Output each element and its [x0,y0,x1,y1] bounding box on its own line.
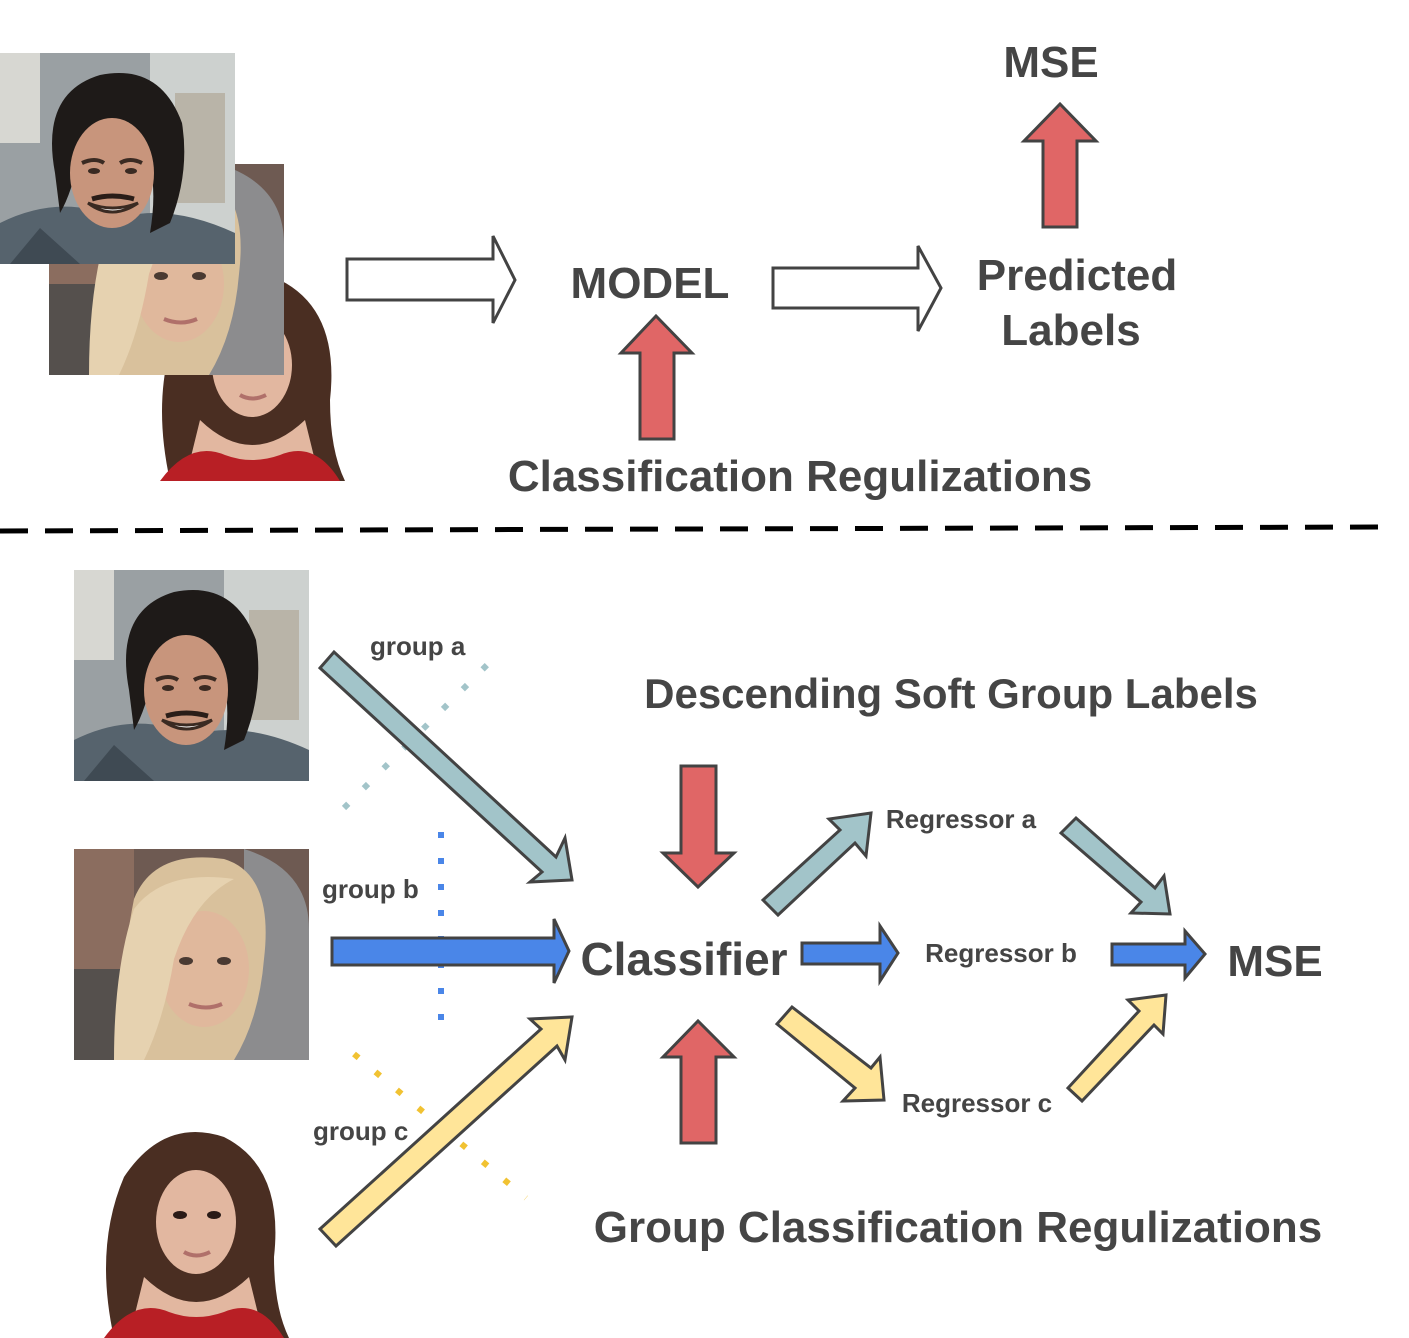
face-photo-man-group-a [74,570,309,781]
group-c-label: group c [313,1116,408,1146]
face-photo-brunette-group-c [74,1127,309,1338]
group-b-label: group b [322,874,419,904]
red-arrow-up-to-classifier [659,1018,738,1145]
predicted-labels-line1: Predicted [977,251,1178,300]
model-label: MODEL [571,259,730,308]
yellow-arrow-classifier-to-regressor-c [774,1004,886,1103]
predicted-labels-line2: Labels [1001,306,1140,355]
regressor-a-label: Regressor a [886,804,1037,834]
hollow-arrow-to-labels [771,245,943,332]
teal-arrow-classifier-to-regressor-a [760,811,873,918]
classifier-label: Classifier [580,933,787,985]
face-photo-man [0,53,235,264]
yellow-arrow-regressor-c-to-mse [1065,993,1168,1104]
group-classification-regularization-label: Group Classification Regulizations [594,1203,1323,1252]
soft-group-labels-label: Descending Soft Group Labels [644,670,1258,717]
section-divider [0,524,1381,534]
classification-regularization-label: Classification Regulizations [508,452,1092,501]
regressor-b-label: Regressor b [925,938,1077,968]
teal-arrow-group-a-to-classifier [317,649,574,884]
yellow-arrow-group-c-to-classifier [317,1015,574,1249]
mse-label-bottom: MSE [1227,937,1322,986]
top-photo-stack [0,53,365,481]
teal-arrow-regressor-a-to-mse [1058,815,1172,916]
regressor-c-label: Regressor c [902,1088,1052,1118]
mse-label-top: MSE [1003,38,1098,87]
red-arrow-down-to-classifier [659,764,738,890]
face-photo-blonde-group-b [74,849,309,1060]
blue-arrow-regressor-b-to-mse [1110,926,1207,983]
red-arrow-up-to-model [617,313,696,441]
group-a-label: group a [370,631,466,661]
blue-arrow-classifier-to-regressor-b [800,921,900,987]
blue-arrow-group-b-to-classifier [330,918,571,984]
red-arrow-up-to-mse [1020,101,1100,229]
hollow-arrow-to-model [345,235,517,324]
